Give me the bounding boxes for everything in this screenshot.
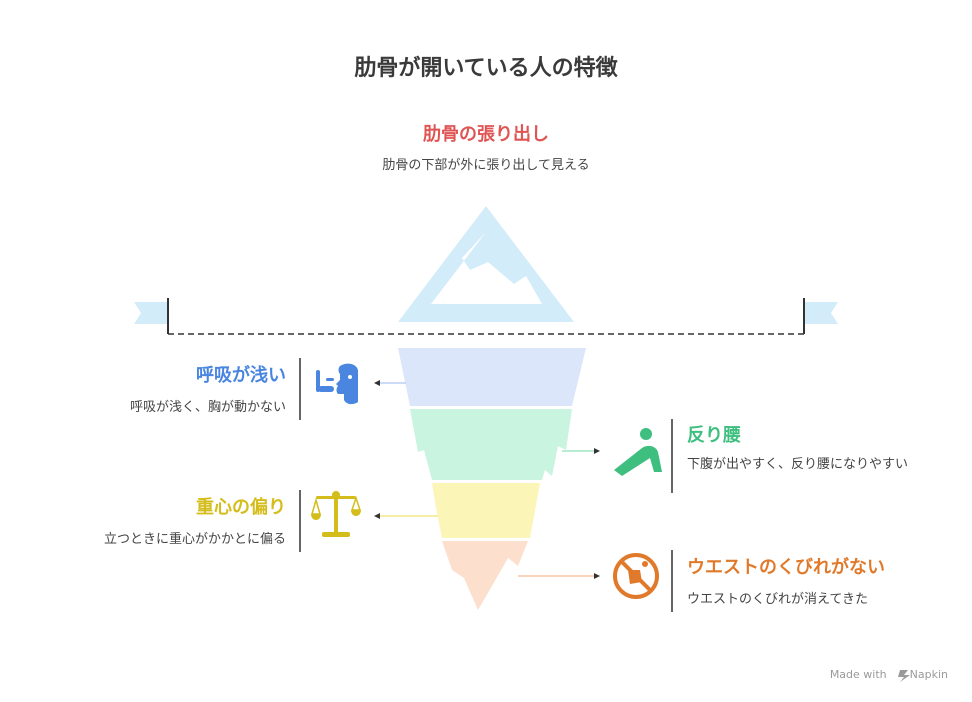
layer-2 — [410, 409, 572, 480]
connector-arrow-3 — [374, 513, 380, 519]
no-waist-icon — [613, 553, 659, 599]
layer-4 — [442, 541, 528, 610]
item-3-description: 立つときに重心がかかとに偏る — [103, 532, 286, 547]
balance-scale-icon — [311, 491, 362, 537]
item-1-heading: 呼吸が浅い — [196, 365, 286, 386]
page-title: 肋骨が開いている人の特徴 — [354, 56, 618, 81]
connector-arrow-2 — [594, 448, 600, 454]
item-1-description: 呼吸が浅く、胸が動かない — [129, 400, 286, 415]
right-flag-icon — [804, 302, 838, 324]
connector-arrow-1 — [374, 380, 380, 386]
layer-1 — [398, 348, 586, 406]
item-4-heading: ウエストのくびれがない — [687, 557, 885, 578]
item-2-heading: 反り腰 — [687, 425, 741, 446]
footer-prefix: Made with — [829, 668, 887, 681]
item-4-description: ウエストのくびれが消えてきた — [687, 592, 868, 607]
footer-credit[interactable]: Made with Napkin — [830, 668, 948, 681]
layer-3 — [432, 483, 540, 538]
connector-arrow-4 — [594, 573, 600, 579]
top-item-heading: 肋骨の張り出し — [423, 124, 549, 145]
left-flag-icon — [134, 302, 168, 324]
item-3-heading: 重心の偏り — [196, 497, 286, 518]
breathing-face-icon — [316, 363, 358, 405]
arched-back-person-icon — [614, 428, 662, 476]
napkin-logo-icon — [898, 670, 910, 682]
top-item-description: 肋骨の下部が外に張り出して見える — [382, 158, 590, 173]
mountain-peak-icon — [398, 206, 574, 322]
item-2-description: 下腹が出やすく、反り腰になりやすい — [687, 457, 909, 472]
footer-brand: Napkin — [909, 668, 948, 681]
